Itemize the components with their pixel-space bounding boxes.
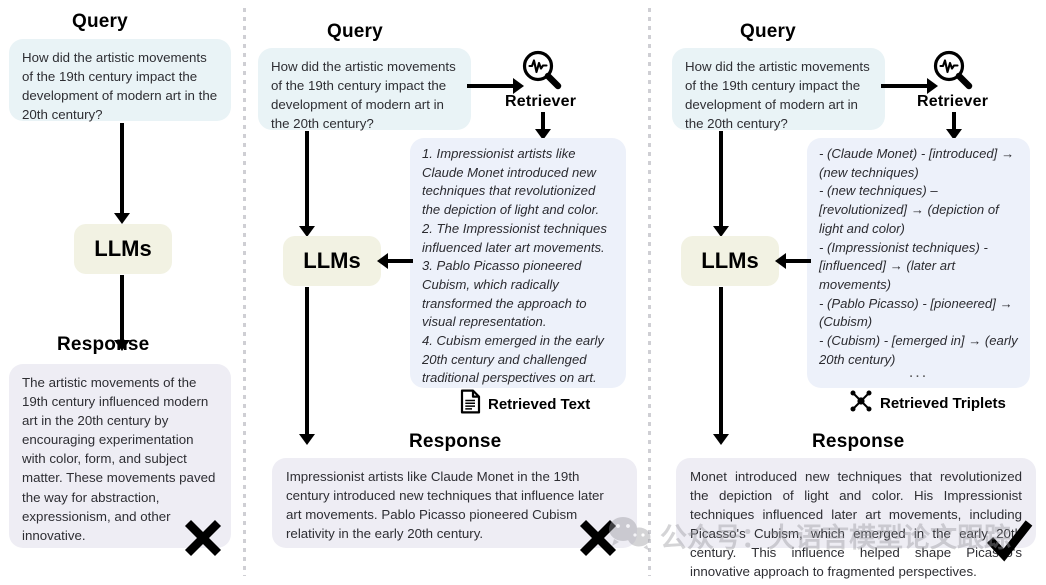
panel1-arrow-llm-to-response xyxy=(112,275,132,351)
panel2-arrow-retriever-to-docs xyxy=(533,112,553,140)
panel3-verdict-check-icon xyxy=(985,518,1035,569)
panel-divider-1 xyxy=(243,8,246,576)
panel3-query-heading: Query xyxy=(740,21,796,42)
panel1-verdict-cross-icon xyxy=(181,514,227,565)
panel3-arrow-llm-to-response xyxy=(711,287,731,445)
panel2-response-heading: Response xyxy=(409,431,502,452)
panel2-retrieved-label: Retrieved Text xyxy=(488,395,591,413)
panel3-query-bubble: How did the artistic movements of the 19… xyxy=(672,48,885,131)
panel3-retrieved-legend: Retrieved Triplets xyxy=(849,389,1006,418)
panel2-retrieved-bubble: 1. Impressionist artists like Claude Mon… xyxy=(410,138,626,388)
panel2-retrieved-ellipsis: ... xyxy=(508,364,528,381)
panel3-response-heading: Response xyxy=(812,431,905,452)
panel3-response-bubble: Monet introduced new techniques that rev… xyxy=(676,458,1036,579)
panel2-response-bubble: Impressionist artists like Claude Monet … xyxy=(272,458,637,548)
panel2-verdict-cross-icon xyxy=(576,514,622,565)
panel3-arrow-query-to-llm xyxy=(711,131,731,237)
graph-nodes-icon xyxy=(849,389,873,418)
panel1-query-heading: Query xyxy=(72,11,128,32)
panel2-arrow-docs-to-llm xyxy=(377,251,413,271)
panel2-arrow-llm-to-response xyxy=(297,287,317,445)
panel1-response-bubble: The artistic movements of the 19th centu… xyxy=(9,364,231,548)
panel3-retriever-label: Retriever xyxy=(917,93,989,110)
panel-divider-2 xyxy=(648,8,651,576)
panel1-llm-box: LLMs xyxy=(74,224,172,274)
panel2-retriever-label: Retriever xyxy=(505,93,577,110)
panel3-arrow-query-to-retriever xyxy=(881,76,938,96)
panel3-retrieved-label: Retrieved Triplets xyxy=(880,395,1006,412)
document-icon xyxy=(460,389,481,419)
panel2-query-heading: Query xyxy=(327,21,383,42)
panel3-arrow-retriever-to-triplets xyxy=(944,112,964,140)
panel2-retriever-icon xyxy=(521,50,565,97)
panel1-arrow-query-to-llm xyxy=(112,123,132,224)
panel2-arrow-query-to-llm xyxy=(297,131,317,237)
panel1-query-bubble: How did the artistic movements of the 19… xyxy=(9,39,231,122)
panel3-retriever-icon xyxy=(932,50,976,97)
panel3-retrieved-ellipsis: ... xyxy=(908,364,929,381)
panel1-response-heading: Response xyxy=(57,334,150,355)
panel3-llm-box: LLMs xyxy=(681,236,779,286)
panel3-retrieved-bubble: - (Claude Monet) - [introduced] → (new t… xyxy=(807,138,1030,388)
panel2-arrow-query-to-retriever xyxy=(467,76,524,96)
panel2-query-bubble: How did the artistic movements of the 19… xyxy=(258,48,471,131)
panel2-retrieved-legend: Retrieved Text xyxy=(460,389,590,419)
panel2-llm-box: LLMs xyxy=(283,236,381,286)
panel3-arrow-triplets-to-llm xyxy=(775,251,811,271)
